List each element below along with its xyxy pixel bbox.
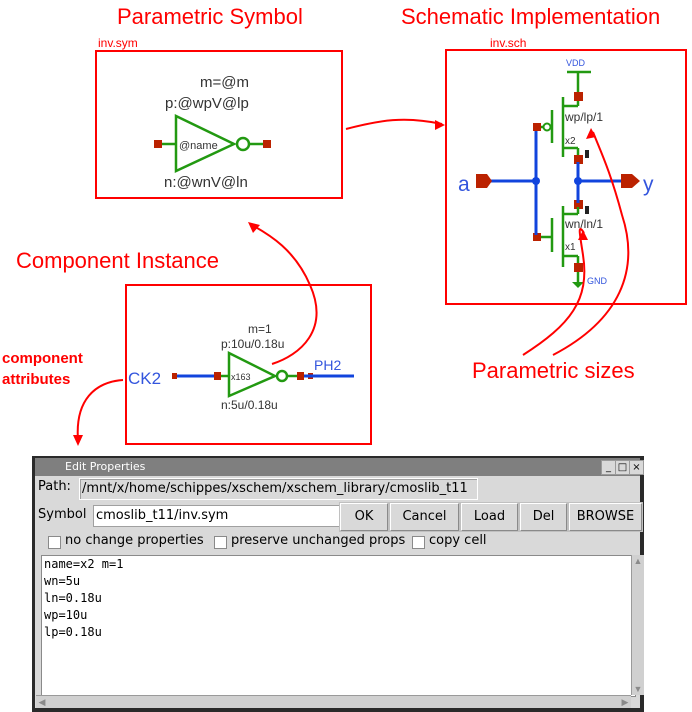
- arrow-sizes-to-nmos: [522, 227, 586, 356]
- dialog-title: Edit Properties: [65, 460, 146, 473]
- instance-attr-m: m=1: [248, 322, 272, 336]
- ok-button[interactable]: OK: [339, 502, 389, 532]
- symbol-attr-p: p:@wpV@lp: [165, 95, 249, 112]
- nmos-size-label: wn/ln/1: [564, 217, 603, 231]
- no-change-properties-label[interactable]: no change properties: [65, 533, 204, 548]
- symbol-inst-name: @name: [179, 140, 218, 152]
- pmos-size-label: wp/lp/1: [564, 110, 603, 124]
- copy-cell-checkbox[interactable]: [412, 536, 425, 549]
- pin-in-icon: [154, 140, 162, 148]
- copy-cell-label[interactable]: copy cell: [429, 533, 487, 548]
- symbol-frame: [95, 50, 343, 199]
- property-line: lp=0.18u: [44, 625, 102, 639]
- preserve-unchanged-props-label[interactable]: preserve unchanged props: [231, 533, 406, 548]
- vdd-label: VDD: [566, 58, 586, 68]
- property-line: wp=10u: [44, 608, 88, 622]
- scroll-left-arrow-icon[interactable]: ◀: [38, 697, 46, 707]
- arrow-sizes-to-pmos: [552, 131, 630, 356]
- property-line: ln=0.18u: [44, 591, 102, 605]
- schematic-filename: inv.sch: [490, 36, 527, 50]
- preserve-unchanged-props-checkbox[interactable]: [214, 536, 227, 549]
- annotation-component-attributes-1: component: [2, 350, 83, 367]
- arrowhead-icon: [435, 120, 445, 130]
- symbol-inverter: [154, 114, 271, 173]
- symbol-attr-m: m=@m: [200, 74, 249, 91]
- heading-component-instance: Component Instance: [16, 248, 220, 273]
- arrow-symbol-to-schematic: [345, 118, 443, 130]
- close-button[interactable]: ×: [629, 460, 644, 475]
- vertical-scrollbar[interactable]: ▲ ▼: [631, 555, 644, 695]
- property-line: wn=5u: [44, 574, 81, 588]
- input-pin-icon: [476, 174, 492, 188]
- instance-name: x163: [231, 372, 251, 382]
- instance-inverter: [172, 350, 354, 398]
- instance-attr-n: n:5u/0.18u: [221, 398, 278, 412]
- symbol-field[interactable]: cmoslib_t11/inv.sym: [93, 505, 341, 527]
- output-pin-label: y: [643, 173, 654, 196]
- gnd-label: GND: [587, 276, 608, 286]
- properties-textarea[interactable]: name=x2 m=1 wn=5u ln=0.18u wp=10u lp=0.18u: [41, 555, 636, 697]
- annotation-parametric-sizes: Parametric sizes: [472, 358, 635, 383]
- no-change-properties-checkbox[interactable]: [48, 536, 61, 549]
- output-pin-icon: [621, 174, 640, 188]
- cancel-button[interactable]: Cancel: [389, 502, 460, 532]
- output-net-label: PH2: [314, 357, 341, 373]
- symbol-label: Symbol: [38, 507, 87, 522]
- dialog-titlebar[interactable]: Edit Properties _ □ ×: [35, 458, 644, 476]
- instance-frame: [125, 284, 372, 445]
- scroll-down-arrow-icon[interactable]: ▼: [633, 684, 643, 694]
- inverter-bubble-icon: [235, 136, 251, 152]
- symbol-filename: inv.sym: [98, 36, 138, 50]
- instance-attr-p: p:10u/0.18u: [221, 337, 284, 351]
- schematic-frame: [445, 49, 687, 305]
- pmos-name-label: x2: [565, 136, 576, 147]
- arrow-instance-to-symbol: [251, 224, 318, 365]
- path-field[interactable]: /mnt/x/home/schippes/xschem/xschem_libra…: [79, 478, 478, 500]
- arrowhead-icon: [586, 128, 596, 139]
- symbol-attr-n: n:@wnV@ln: [164, 174, 248, 191]
- arrowhead-icon: [73, 435, 83, 446]
- gnd-icon: [572, 282, 584, 288]
- arrow-attributes-to-dialog: [76, 379, 124, 441]
- edit-properties-dialog: Edit Properties _ □ × Path: /mnt/x/home/…: [32, 456, 644, 712]
- load-button[interactable]: Load: [460, 502, 519, 532]
- maximize-button[interactable]: □: [615, 460, 630, 475]
- arrowhead-icon: [248, 222, 260, 233]
- scroll-up-arrow-icon[interactable]: ▲: [633, 556, 643, 566]
- heading-schematic-implementation: Schematic Implementation: [401, 4, 661, 29]
- arrowheads: [73, 120, 596, 446]
- pin-out-icon: [263, 140, 271, 148]
- annotation-arrows: [76, 118, 630, 441]
- path-label: Path:: [38, 479, 71, 494]
- input-net-label: CK2: [128, 369, 161, 388]
- scroll-right-arrow-icon[interactable]: ▶: [621, 697, 629, 707]
- horizontal-scrollbar[interactable]: ◀ ▶: [36, 695, 631, 708]
- arrowhead-icon: [578, 230, 588, 240]
- input-pin-label: a: [458, 173, 470, 196]
- cmos-inverter-schematic: [476, 70, 640, 288]
- del-button[interactable]: Del: [519, 502, 568, 532]
- minimize-button[interactable]: _: [601, 460, 616, 475]
- heading-parametric-symbol: Parametric Symbol: [117, 4, 303, 29]
- browse-button[interactable]: BROWSE: [568, 502, 643, 532]
- annotation-component-attributes-2: attributes: [2, 371, 71, 388]
- nmos-name-label: x1: [565, 242, 576, 253]
- inverter-triangle-icon: [174, 114, 237, 173]
- property-line: name=x2 m=1: [44, 557, 124, 571]
- pmos-bubble-icon: [542, 122, 552, 132]
